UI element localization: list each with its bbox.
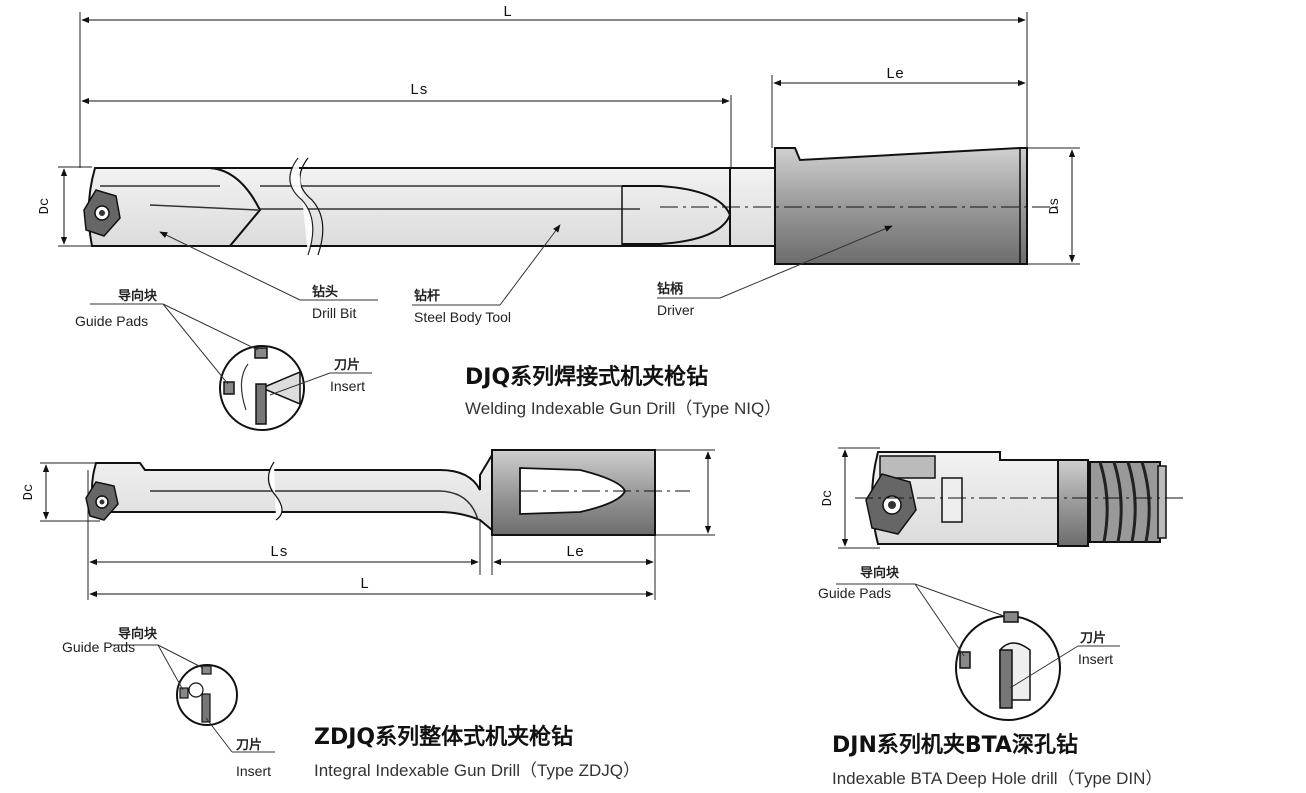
insert-tip-djn — [865, 473, 917, 535]
label-guide-pads-en-zdjq: Guide Pads — [62, 639, 135, 655]
dim-label-ls-zdjq: Ls — [270, 544, 288, 561]
dim-label-dc-djn: Dc — [820, 490, 836, 507]
label-steel-body-en: Steel Body Tool — [414, 309, 511, 325]
label-insert-en: Insert — [330, 378, 365, 394]
dim-label-ds: Ds — [1047, 198, 1063, 215]
subtitle-djq: Welding Indexable Gun Drill（Type NIQ） — [465, 399, 781, 418]
insert-tip-zdjq — [85, 481, 119, 521]
label-drill-bit-cn: 钻头 — [312, 284, 338, 300]
label-driver-en: Driver — [657, 302, 695, 318]
insert-tip-top — [83, 189, 121, 237]
zdjq-gun-drill-diagram: Dc Ls Le L — [21, 448, 715, 780]
subtitle-djn: Indexable BTA Deep Hole drill（Type DIN） — [832, 769, 1162, 788]
dim-label-le: Le — [886, 66, 904, 83]
label-guide-pads-en-djn: Guide Pads — [818, 585, 891, 601]
label-driver-cn: 钻柄 — [657, 281, 683, 297]
dim-label-le-zdjq: Le — [566, 544, 584, 561]
title-zdjq: ZDJQ系列整体式机夹枪钻 — [314, 724, 573, 750]
djn-bta-drill-diagram: Dc 导向块 Guide Pads — [818, 447, 1188, 788]
dim-label-l: L — [503, 4, 512, 21]
label-guide-pads-cn-zdjq: 导向块 — [118, 626, 158, 642]
label-guide-pads-cn-djn: 导向块 — [860, 565, 900, 581]
title-djn: DJN系列机夹BTA深孔钻 — [832, 732, 1078, 758]
label-guide-pads-en: Guide Pads — [75, 313, 148, 329]
break-mark-top — [299, 157, 324, 256]
cross-section-zdjq — [176, 664, 238, 726]
bta-collar — [1057, 459, 1089, 547]
dim-label-dc-zdjq: Dc — [21, 484, 37, 501]
dim-label-l-zdjq: L — [360, 576, 369, 593]
label-drill-bit-en: Drill Bit — [312, 305, 356, 321]
label-insert-cn-zdjq: 刀片 — [236, 737, 262, 753]
subtitle-zdjq: Integral Indexable Gun Drill（Type ZDJQ） — [314, 761, 640, 780]
driver-shank — [774, 147, 1028, 265]
label-insert-cn: 刀片 — [334, 357, 360, 373]
dim-label-dc: Dc — [37, 198, 53, 215]
title-djq: DJQ系列焊接式机夹枪钻 — [465, 364, 708, 390]
label-insert-en-zdjq: Insert — [236, 763, 271, 779]
label-insert-en-djn: Insert — [1078, 651, 1113, 667]
steel-body-tube — [209, 167, 731, 247]
cross-section-djn — [955, 611, 1061, 721]
label-steel-body-cn: 钻杆 — [414, 288, 440, 304]
label-guide-pads-cn: 导向块 — [118, 288, 158, 304]
djq-gun-drill-diagram: L Ls Le Dc Ds — [37, 4, 1080, 431]
label-insert-cn-djn: 刀片 — [1080, 630, 1106, 646]
cross-section-top — [219, 345, 305, 431]
dim-label-ls: Ls — [410, 82, 428, 99]
